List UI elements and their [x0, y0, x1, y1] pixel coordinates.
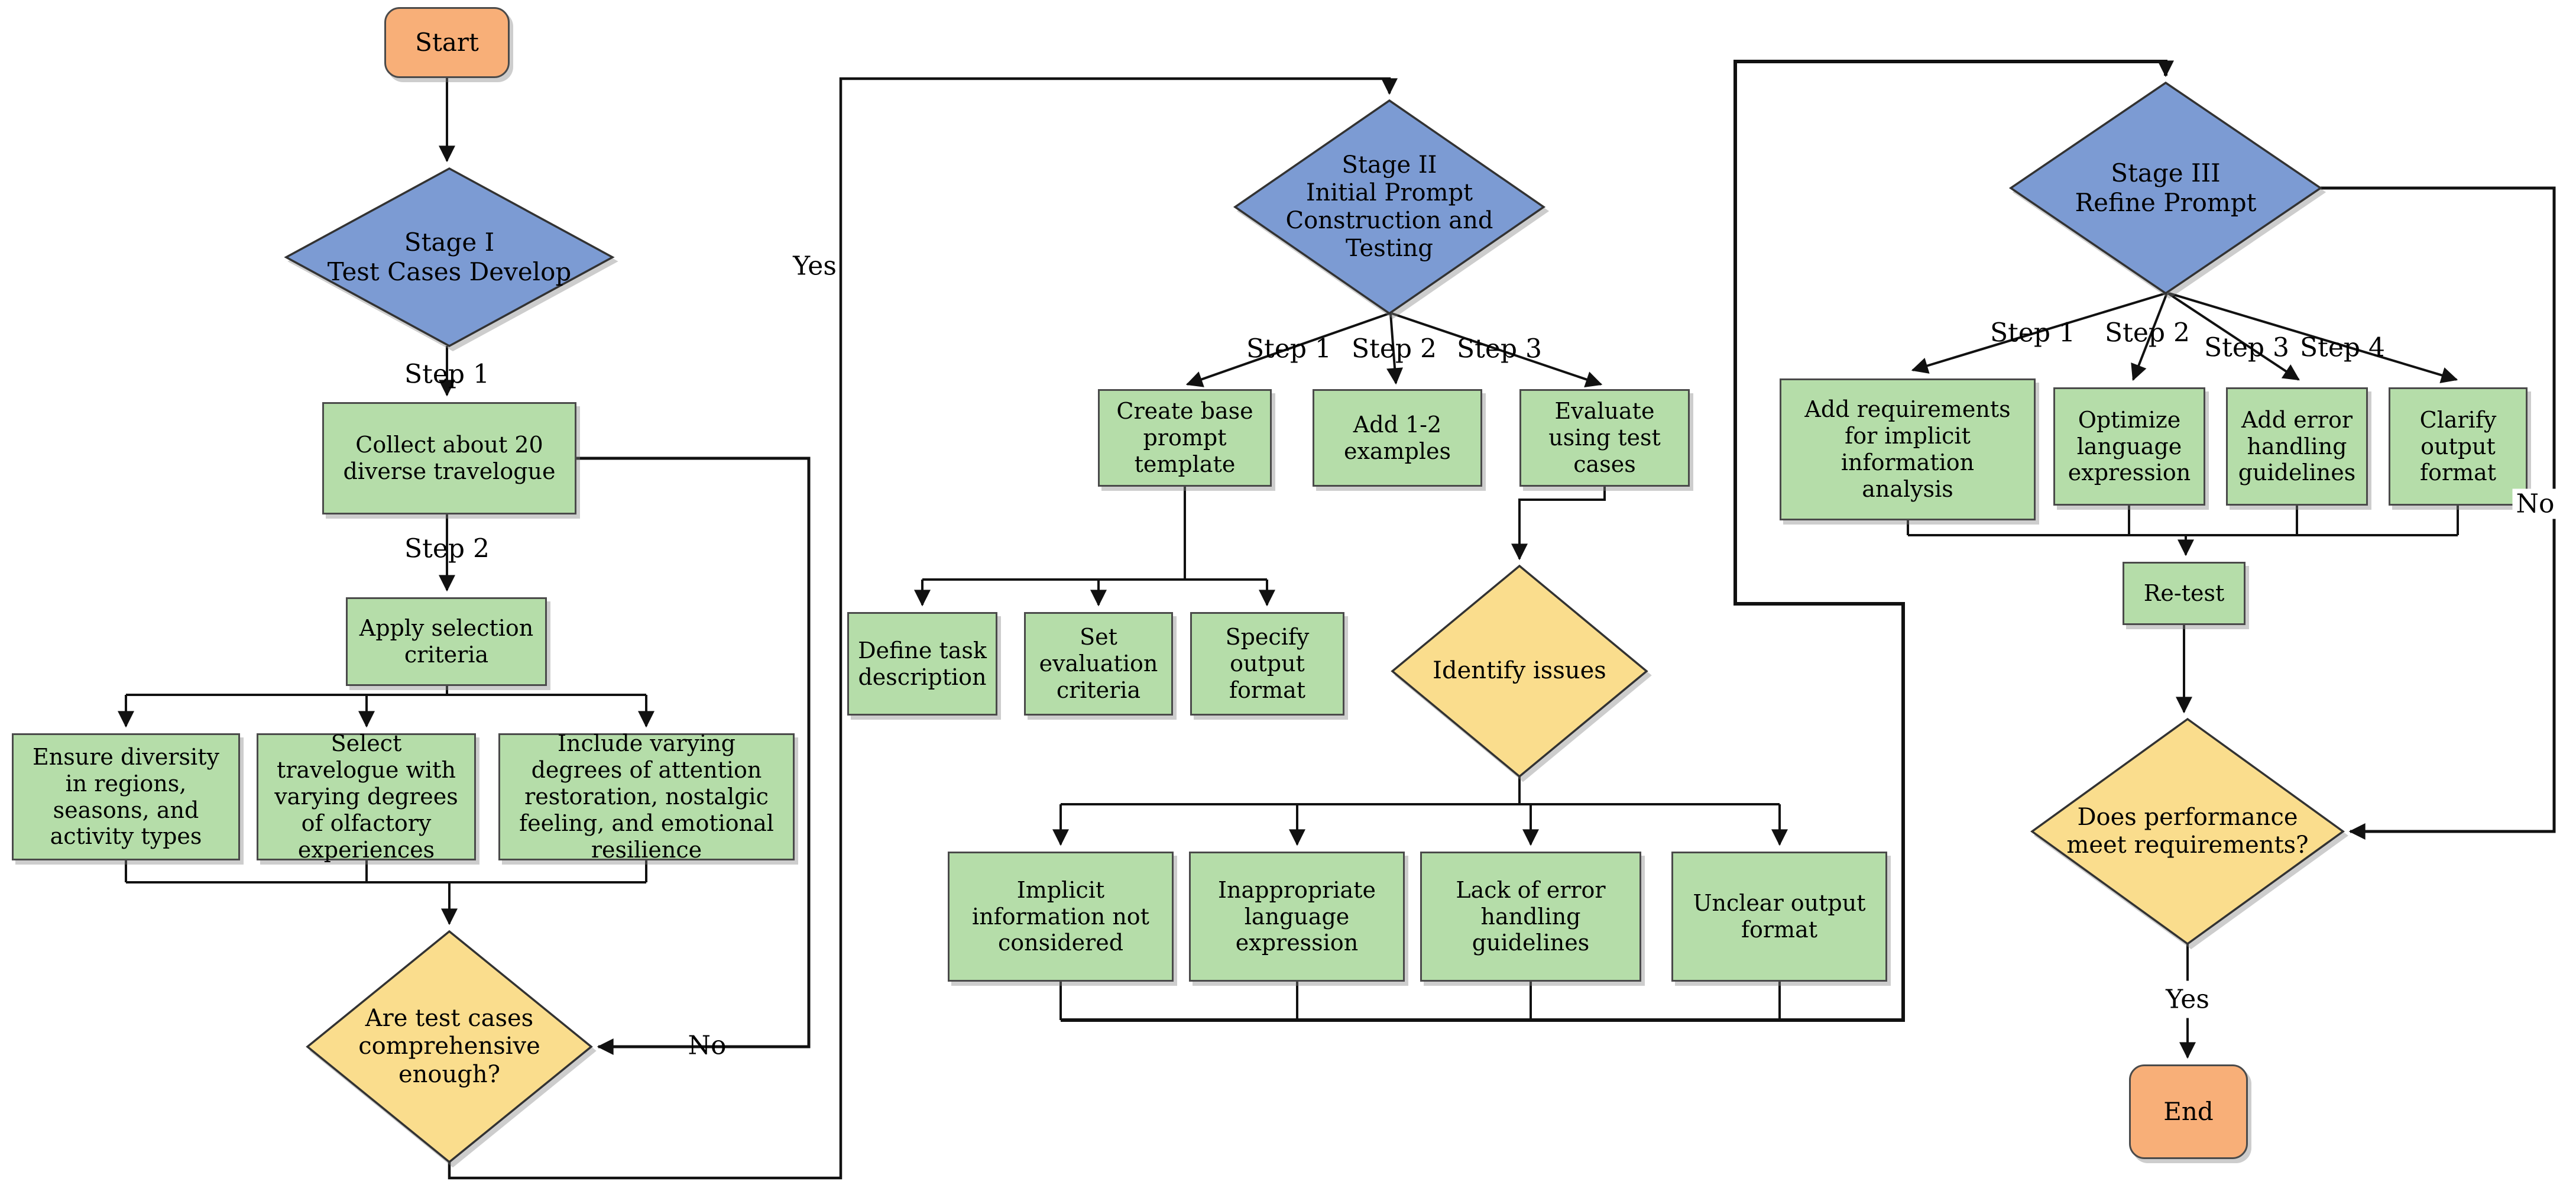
- edge-stage3-optimize: [2131, 293, 2168, 381]
- select-box: Select travelogue with varying degrees o…: [257, 730, 476, 863]
- performance-diamond-text: Does performance meet requirements?: [2066, 803, 2309, 859]
- yes-label-left: Yes: [793, 251, 837, 281]
- lack-box: Lack of error handling guidelines: [1420, 852, 1641, 982]
- edge-issues-merge: [1059, 982, 1781, 1020]
- edge-evaluate-identify: [1511, 487, 1606, 561]
- edge-identify-branch-trunk: [1061, 776, 1780, 805]
- edge-issues-stage3: [1061, 60, 2174, 1022]
- stage3-diamond-text: Stage III Refine Prompt: [2075, 158, 2257, 217]
- clarify-box: Clarify output format: [2389, 387, 2528, 506]
- step3-label-stage3: Step 3: [2204, 332, 2290, 363]
- step1-label-stage1: Step 1: [404, 359, 490, 390]
- edge-stage3-adderr: [2167, 292, 2300, 381]
- yes-label-right: Yes: [2163, 980, 2212, 1018]
- apply-box: Apply selection criteria: [346, 597, 547, 686]
- specify-box: Specify output format: [1190, 612, 1344, 716]
- step2-label-stage3: Step 2: [2104, 318, 2191, 348]
- unclear-box: Unclear output format: [1671, 852, 1887, 982]
- identify-diamond-text: Identify issues: [1433, 657, 1606, 685]
- adderr-box: Add error handling guidelines: [2226, 387, 2368, 506]
- edge-create-branch-trunk: [922, 487, 1267, 581]
- step1-label-stage3: Step 1: [1989, 318, 2076, 348]
- step4-label-stage3: Step 4: [2299, 332, 2386, 363]
- examples-box: Add 1-2 examples: [1313, 389, 1482, 487]
- ensure-box: Ensure diversity in regions, seasons, an…: [12, 733, 240, 860]
- identify-diamond-shape: [1391, 564, 1648, 778]
- step2-label-stage1: Step 2: [404, 533, 490, 564]
- implicit-box: Implicit information not considered: [948, 852, 1174, 982]
- start-node: Start: [384, 7, 510, 78]
- stage2-diamond-shape: [1233, 99, 1546, 315]
- edge-stage3-clarify: [2169, 292, 2458, 384]
- edge-criteria-merge: [125, 860, 647, 883]
- optimize-box: Optimize language expression: [2053, 387, 2205, 506]
- no-label-left: No: [688, 1030, 727, 1061]
- collect-box: Collect about 20 diverse travelogue: [322, 402, 576, 514]
- step2-label-stage2: Step 2: [1351, 334, 1437, 364]
- edge-yes-loop-left: [448, 77, 1398, 1180]
- end-node: End: [2129, 1064, 2248, 1159]
- stage1-diamond-text: Stage I Test Cases Develop: [327, 228, 572, 286]
- step1-label-stage2: Step 1: [1246, 334, 1332, 364]
- edge-stage2-examples: [1386, 313, 1404, 385]
- edge-apply-branch-trunk: [126, 686, 646, 696]
- inappropriate-box: Inappropriate language expression: [1189, 852, 1405, 982]
- no-label-right: No: [2512, 488, 2558, 519]
- stage3-diamond-shape: [2008, 81, 2323, 295]
- performance-diamond-shape: [2030, 717, 2345, 946]
- start-label: Start: [415, 28, 479, 57]
- edge-stage2-create: [1185, 312, 1390, 387]
- edge-stage2-evaluate: [1391, 312, 1603, 388]
- addreq-box: Add requirements for implicit informatio…: [1780, 378, 2036, 520]
- define-box: Define task description: [847, 612, 997, 716]
- evaluate-box: Evaluate using test cases: [1519, 389, 1690, 487]
- comprehensive-diamond-shape: [306, 930, 593, 1164]
- stage1-diamond-shape: [284, 167, 615, 347]
- comprehensive-diamond-text: Are test cases comprehensive enough?: [358, 1005, 540, 1088]
- create-box: Create base prompt template: [1098, 389, 1272, 487]
- retest-box: Re-test: [2123, 562, 2246, 625]
- seteval-box: Set evaluation criteria: [1024, 612, 1173, 716]
- step3-label-stage2: Step 3: [1456, 334, 1543, 364]
- edge-refine-merge: [1907, 506, 2459, 536]
- stage2-diamond-text: Stage II Initial Prompt Construction and…: [1285, 151, 1493, 263]
- include-box: Include varying degrees of attention res…: [498, 730, 795, 863]
- end-label: End: [2163, 1097, 2214, 1127]
- edge-stage3-addreq: [1911, 292, 2166, 374]
- edge-no-loop-left: [576, 457, 811, 1055]
